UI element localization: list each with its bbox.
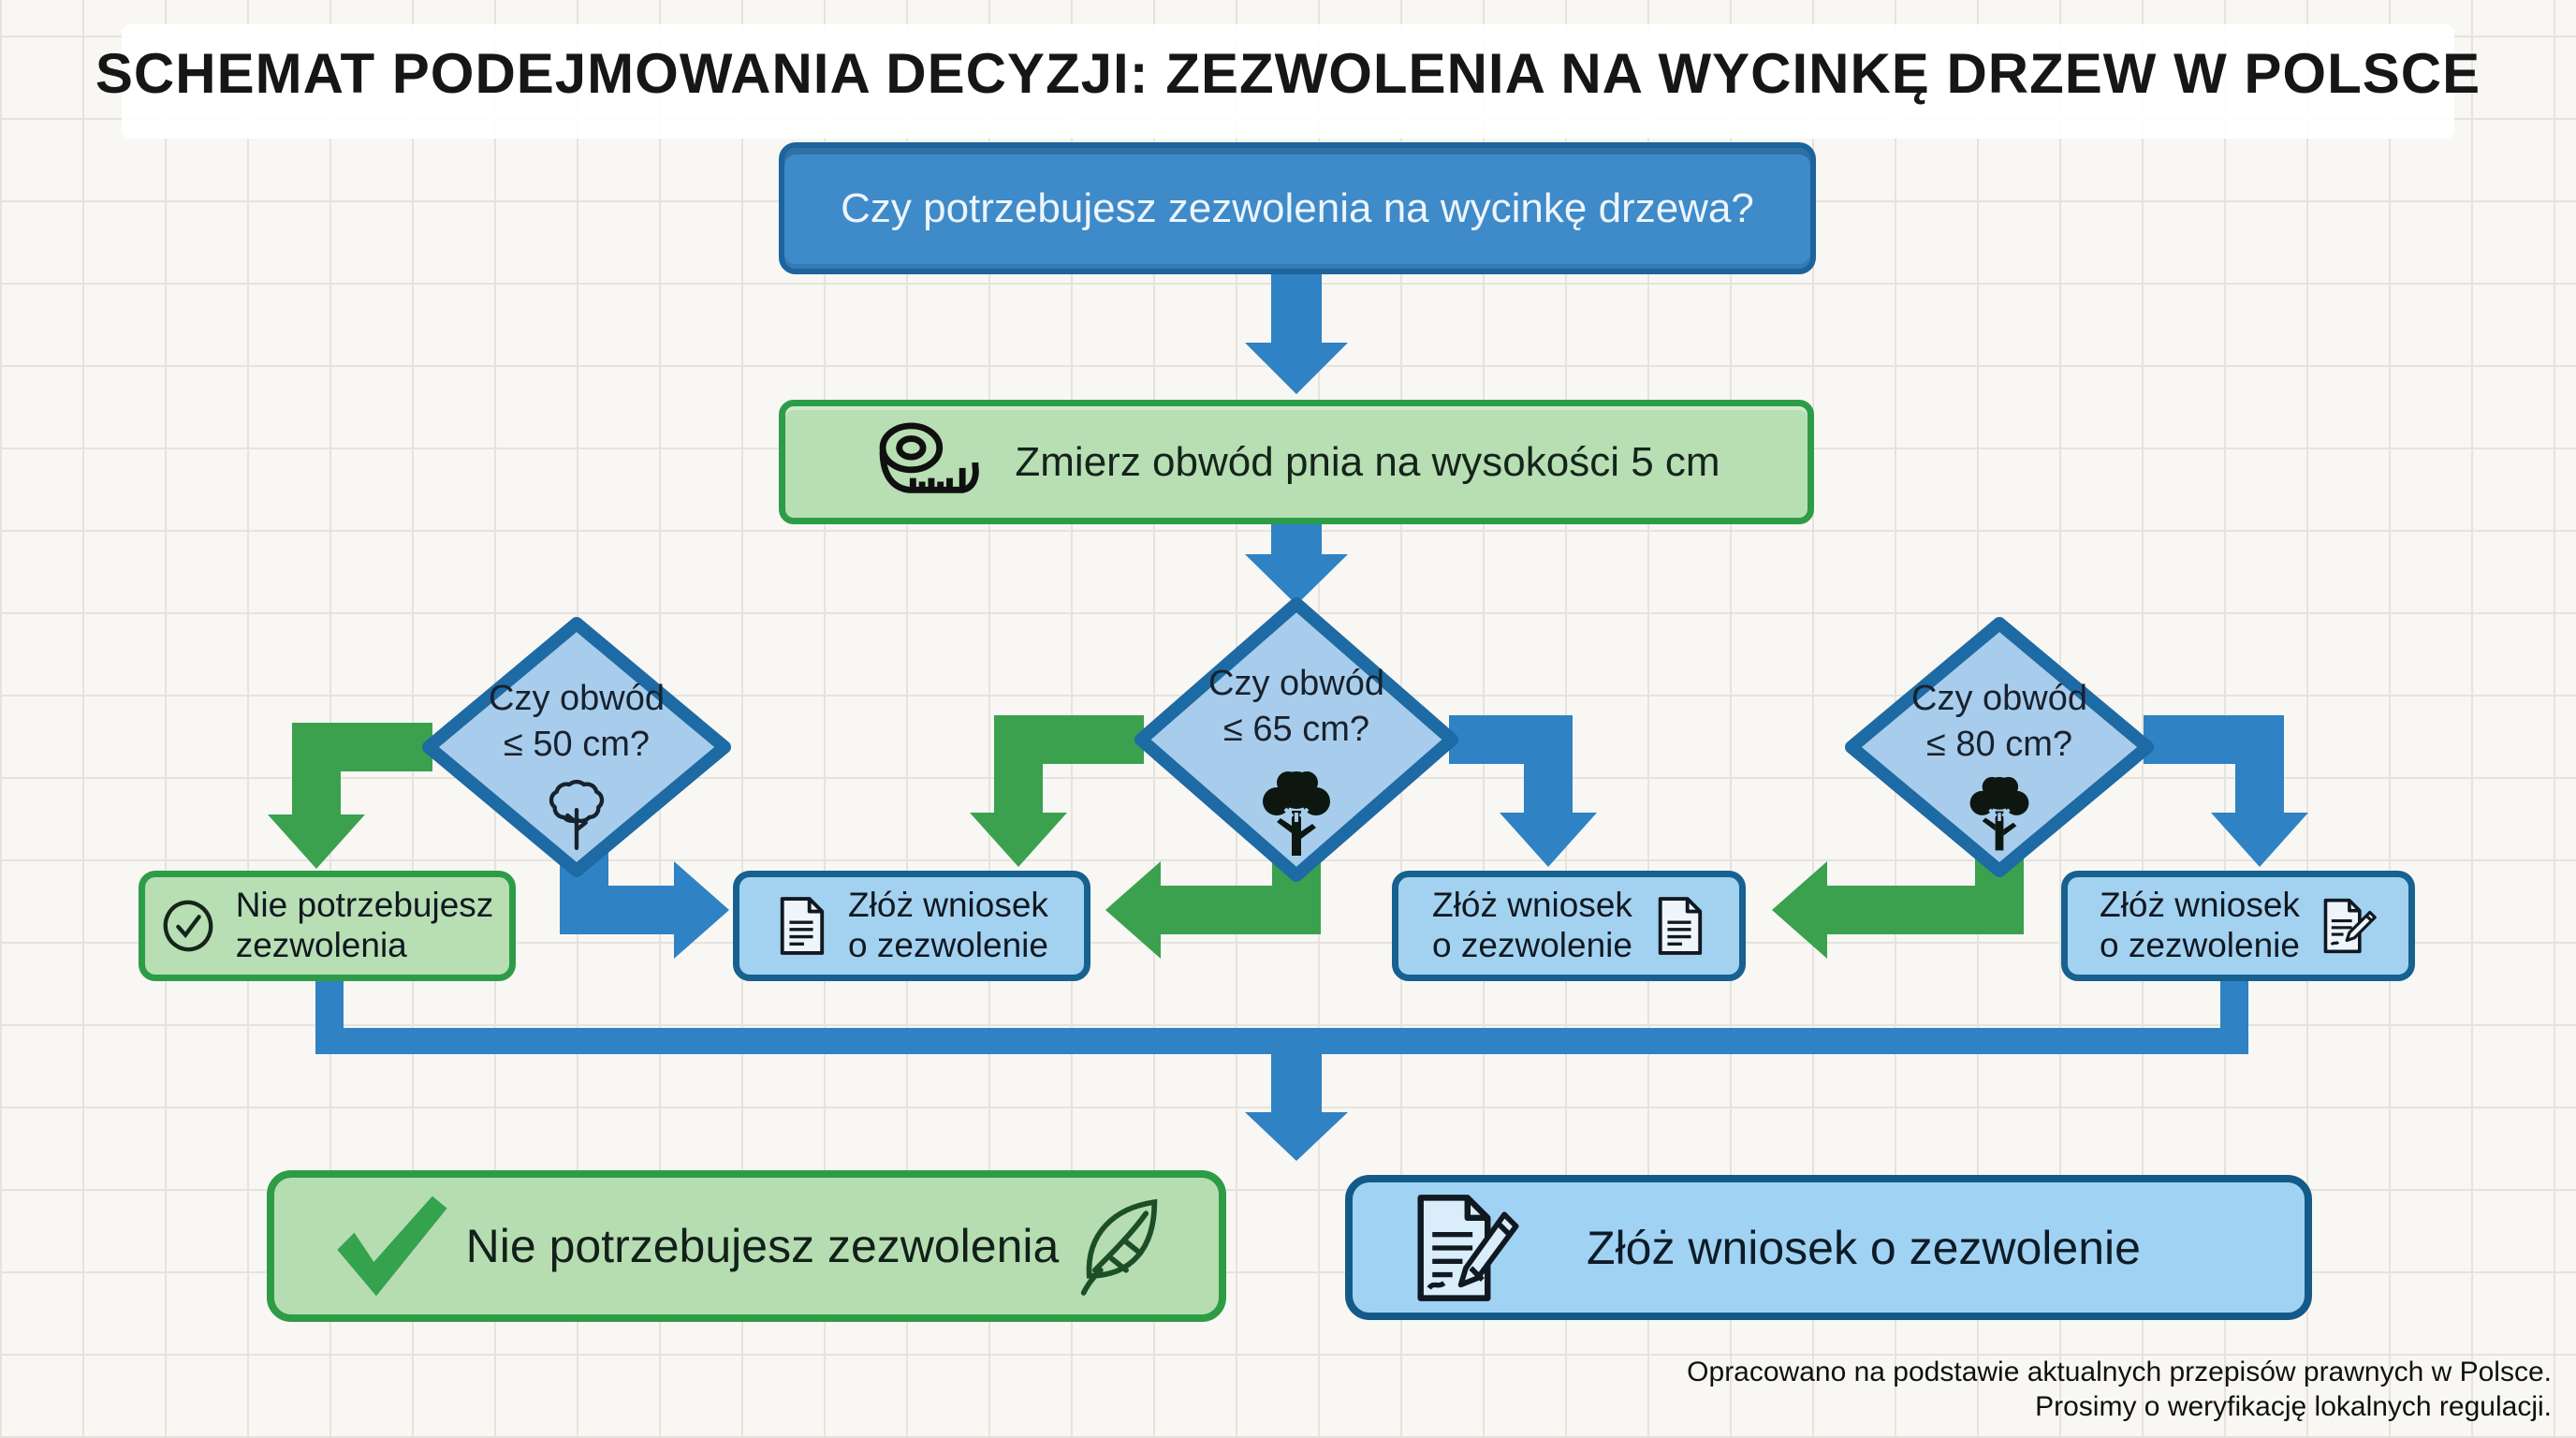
start-node: Czy potrzebujesz zezwolenia na wycinkę d… bbox=[779, 142, 1816, 274]
tree-solid-icon bbox=[1240, 766, 1353, 863]
final-no-permit-node: Nie potrzebujesz zezwolenia bbox=[267, 1170, 1226, 1322]
document-pen-icon bbox=[1417, 1194, 1519, 1301]
footer-line-1: Opracowano na podstawie aktualnych przep… bbox=[1687, 1357, 2552, 1387]
measure-node: Zmierz obwód pnia na wysokości 5 cm bbox=[779, 400, 1814, 524]
apply-node-2: Złóż wniosek o zezwolenie bbox=[1392, 871, 1746, 981]
measure-node-label: Zmierz obwód pnia na wysokości 5 cm bbox=[1015, 438, 1720, 485]
arrow-decision65-yes-down bbox=[1105, 854, 1321, 959]
decision-65-label: Czy obwód ≤ 65 cm? bbox=[1208, 664, 1384, 750]
page-title: SCHEMAT PODEJMOWANIA DECYZJI: ZEZWOLENIA… bbox=[95, 42, 2481, 105]
tree-outline-icon bbox=[520, 775, 633, 854]
collector-line bbox=[315, 977, 2248, 1161]
decision-50-label: Czy obwód ≤ 50 cm? bbox=[489, 679, 665, 765]
apply-node-2-label: Złóż wniosek o zezwolenie bbox=[1432, 886, 1632, 964]
final-apply-node: Złóż wniosek o zezwolenie bbox=[1345, 1175, 2312, 1320]
big-checkmark-icon bbox=[337, 1196, 447, 1297]
footer-line-2: Prosimy o weryfikację lokalnych regulacj… bbox=[2035, 1390, 2552, 1422]
decision-80-label: Czy obwód ≤ 80 cm? bbox=[1911, 679, 2087, 765]
arrow-decision65-no bbox=[1449, 715, 1597, 867]
decision-65-diamond bbox=[1134, 597, 1458, 882]
arrow-decision80-no bbox=[2144, 715, 2308, 867]
arrow-decision50-yes bbox=[268, 723, 432, 869]
apply-node-3: Złóż wniosek o zezwolenie bbox=[2061, 871, 2415, 981]
measuring-tape-icon bbox=[880, 421, 980, 493]
decision-80-diamond bbox=[1845, 617, 2154, 877]
footer-disclaimer: Opracowano na podstawie aktualnych przep… bbox=[1687, 1356, 2552, 1424]
final-no-permit-label: Nie potrzebujesz zezwolenia bbox=[465, 1220, 1060, 1272]
apply-node-1: Złóż wniosek o zezwolenie bbox=[733, 871, 1090, 981]
check-circle-icon bbox=[163, 900, 213, 952]
apply-node-3-label: Złóż wniosek o zezwolenie bbox=[2100, 886, 2300, 964]
decision-50-diamond bbox=[422, 617, 731, 877]
document-icon bbox=[780, 897, 825, 955]
no-permit-small-label: Nie potrzebujesz zezwolenia bbox=[235, 886, 494, 964]
start-node-label: Czy potrzebujesz zezwolenia na wycinkę d… bbox=[841, 184, 1754, 231]
arrow-decision65-yes-left bbox=[970, 715, 1144, 867]
arrow-start-to-measure bbox=[1245, 271, 1348, 394]
arrow-decision80-yes bbox=[1772, 854, 2024, 959]
no-permit-small-node: Nie potrzebujesz zezwolenia bbox=[139, 871, 516, 981]
leaf-icon bbox=[1080, 1198, 1158, 1296]
document-icon bbox=[1658, 897, 1703, 955]
arrow-decision50-no bbox=[560, 852, 729, 959]
tree-solid-icon bbox=[1943, 771, 2056, 858]
document-pen-icon bbox=[2323, 898, 2377, 954]
arrow-measure-to-decision65 bbox=[1245, 521, 1348, 605]
final-apply-label: Złóż wniosek o zezwolenie bbox=[1587, 1221, 2141, 1274]
apply-node-1-label: Złóż wniosek o zezwolenie bbox=[848, 886, 1048, 964]
title-background bbox=[122, 24, 2454, 139]
